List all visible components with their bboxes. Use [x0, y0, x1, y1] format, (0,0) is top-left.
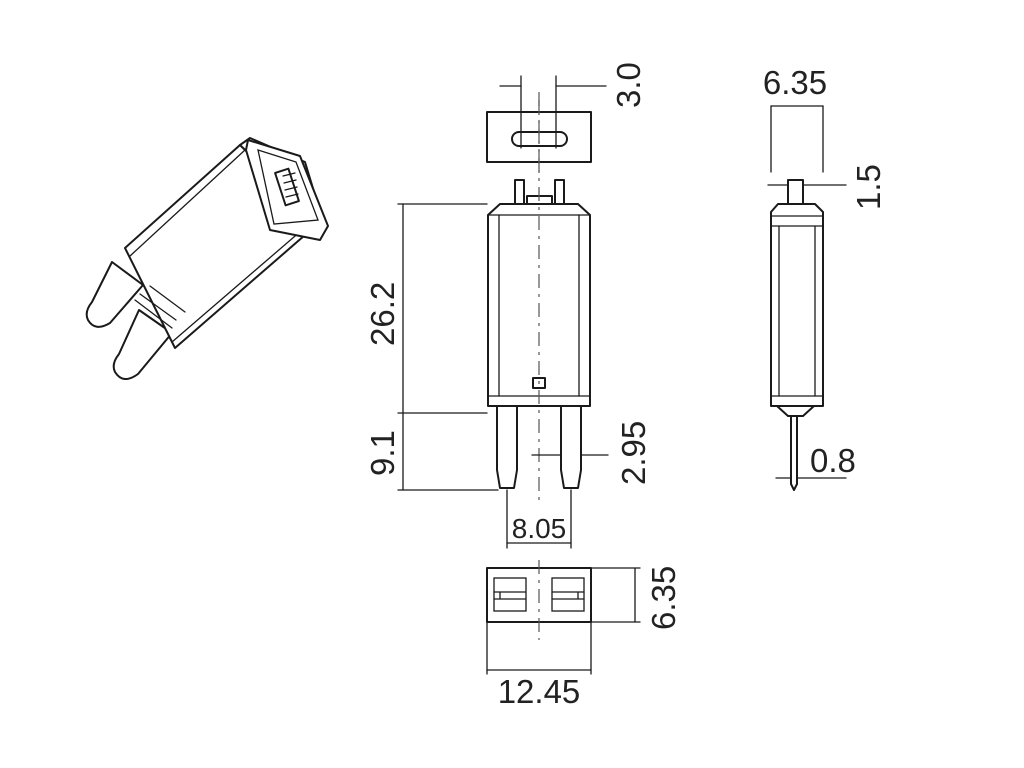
iso-base-ribs — [134, 285, 186, 329]
front-indicator — [532, 377, 546, 389]
side-blade — [790, 415, 798, 491]
iso-body-edge-lower — [171, 217, 317, 343]
dim-12-45-label: 12.45 — [498, 673, 581, 710]
side-bottom-taper — [776, 405, 815, 417]
dim-2-95-label: 2.95 — [615, 421, 652, 485]
front-terminal-right — [560, 405, 582, 489]
iso-terminal-upper — [85, 261, 144, 328]
dim-0-8-label: 0.8 — [810, 442, 856, 479]
front-view: 26.2 9.1 2.95 8.05 — [364, 100, 652, 549]
side-view: 6.35 1.5 0.8 — [763, 64, 887, 491]
bottom-slot-right-detail — [551, 591, 585, 600]
iso-reset-slot — [274, 167, 300, 207]
front-top-pin-left — [514, 179, 525, 205]
dim-26-2-label: 26.2 — [364, 282, 401, 346]
top-view: 3.0 — [486, 62, 647, 175]
side-top-pin — [787, 179, 804, 205]
bottom-slot-right-outer — [551, 577, 585, 612]
dim-9-1-label: 9.1 — [364, 430, 401, 476]
dim-6-35-side-label: 6.35 — [763, 64, 827, 101]
front-top-pin-right — [554, 179, 565, 205]
bottom-slot-left-detail — [493, 591, 527, 600]
front-terminal-left — [496, 405, 518, 489]
bottom-view: 6.35 12.45 — [486, 560, 682, 710]
isometric-view — [85, 137, 329, 380]
dim-1-5-label: 1.5 — [850, 164, 887, 210]
side-body-outline — [770, 203, 824, 407]
iso-terminal-lower — [112, 309, 173, 380]
dim-3-0-label: 3.0 — [610, 62, 647, 108]
bottom-slot-left-outer — [493, 577, 527, 612]
iso-end-cap-inner — [257, 149, 319, 225]
dim-8-05-label: 8.05 — [512, 513, 567, 544]
dim-6-35-bottom-label: 6.35 — [645, 566, 682, 630]
iso-reset-slot-ridges — [282, 172, 299, 198]
iso-body-edge — [129, 149, 246, 257]
